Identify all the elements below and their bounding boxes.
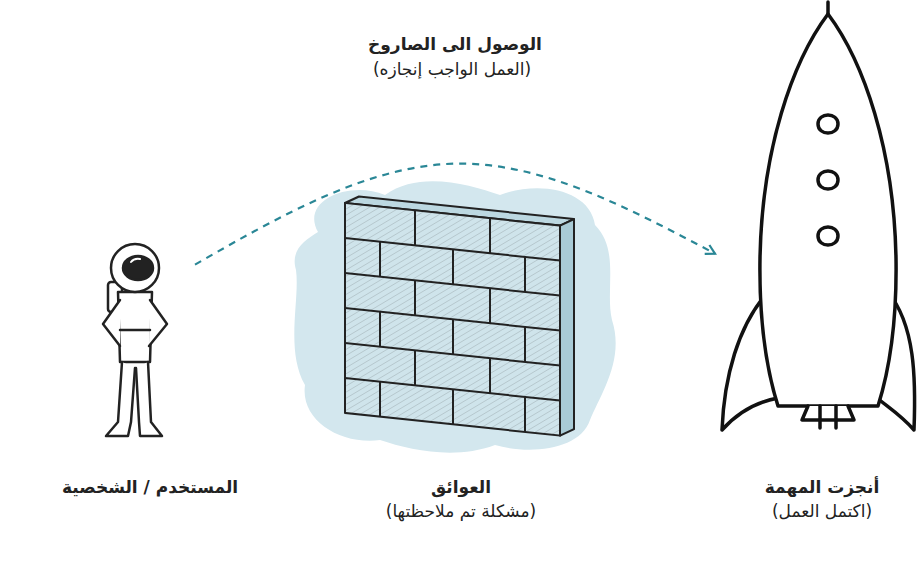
caption-note: (مشكلة تم ملاحظتها): [331, 499, 591, 523]
caption: المستخدم / الشخصية: [20, 475, 280, 499]
caption-note: (اكتمل العمل): [692, 499, 921, 523]
caption-heading: المستخدم / الشخصية: [20, 475, 280, 499]
note-label: (العمل الواجب إنجازه): [292, 57, 612, 81]
caption: العوائق(مشكلة تم ملاحظتها): [331, 475, 591, 523]
obstacle-node: العوائق(مشكلة تم ملاحظتها): [300, 190, 610, 445]
edge-label: الوصول الى الصاروخ: [295, 32, 615, 56]
persona-node: المستخدم / الشخصية: [80, 240, 195, 445]
caption-heading: العوائق: [331, 475, 591, 499]
brick-wall: [345, 195, 574, 437]
rocket: [722, 2, 915, 430]
wall-cloud: [294, 181, 615, 452]
caption: أنجزت المهمة(اكتمل العمل): [692, 475, 921, 523]
caption-heading: أنجزت المهمة: [692, 475, 921, 499]
rocket-node: أنجزت المهمة(اكتمل العمل): [715, 0, 920, 445]
dashed-arrow: [195, 164, 715, 265]
astronaut: [103, 244, 167, 436]
